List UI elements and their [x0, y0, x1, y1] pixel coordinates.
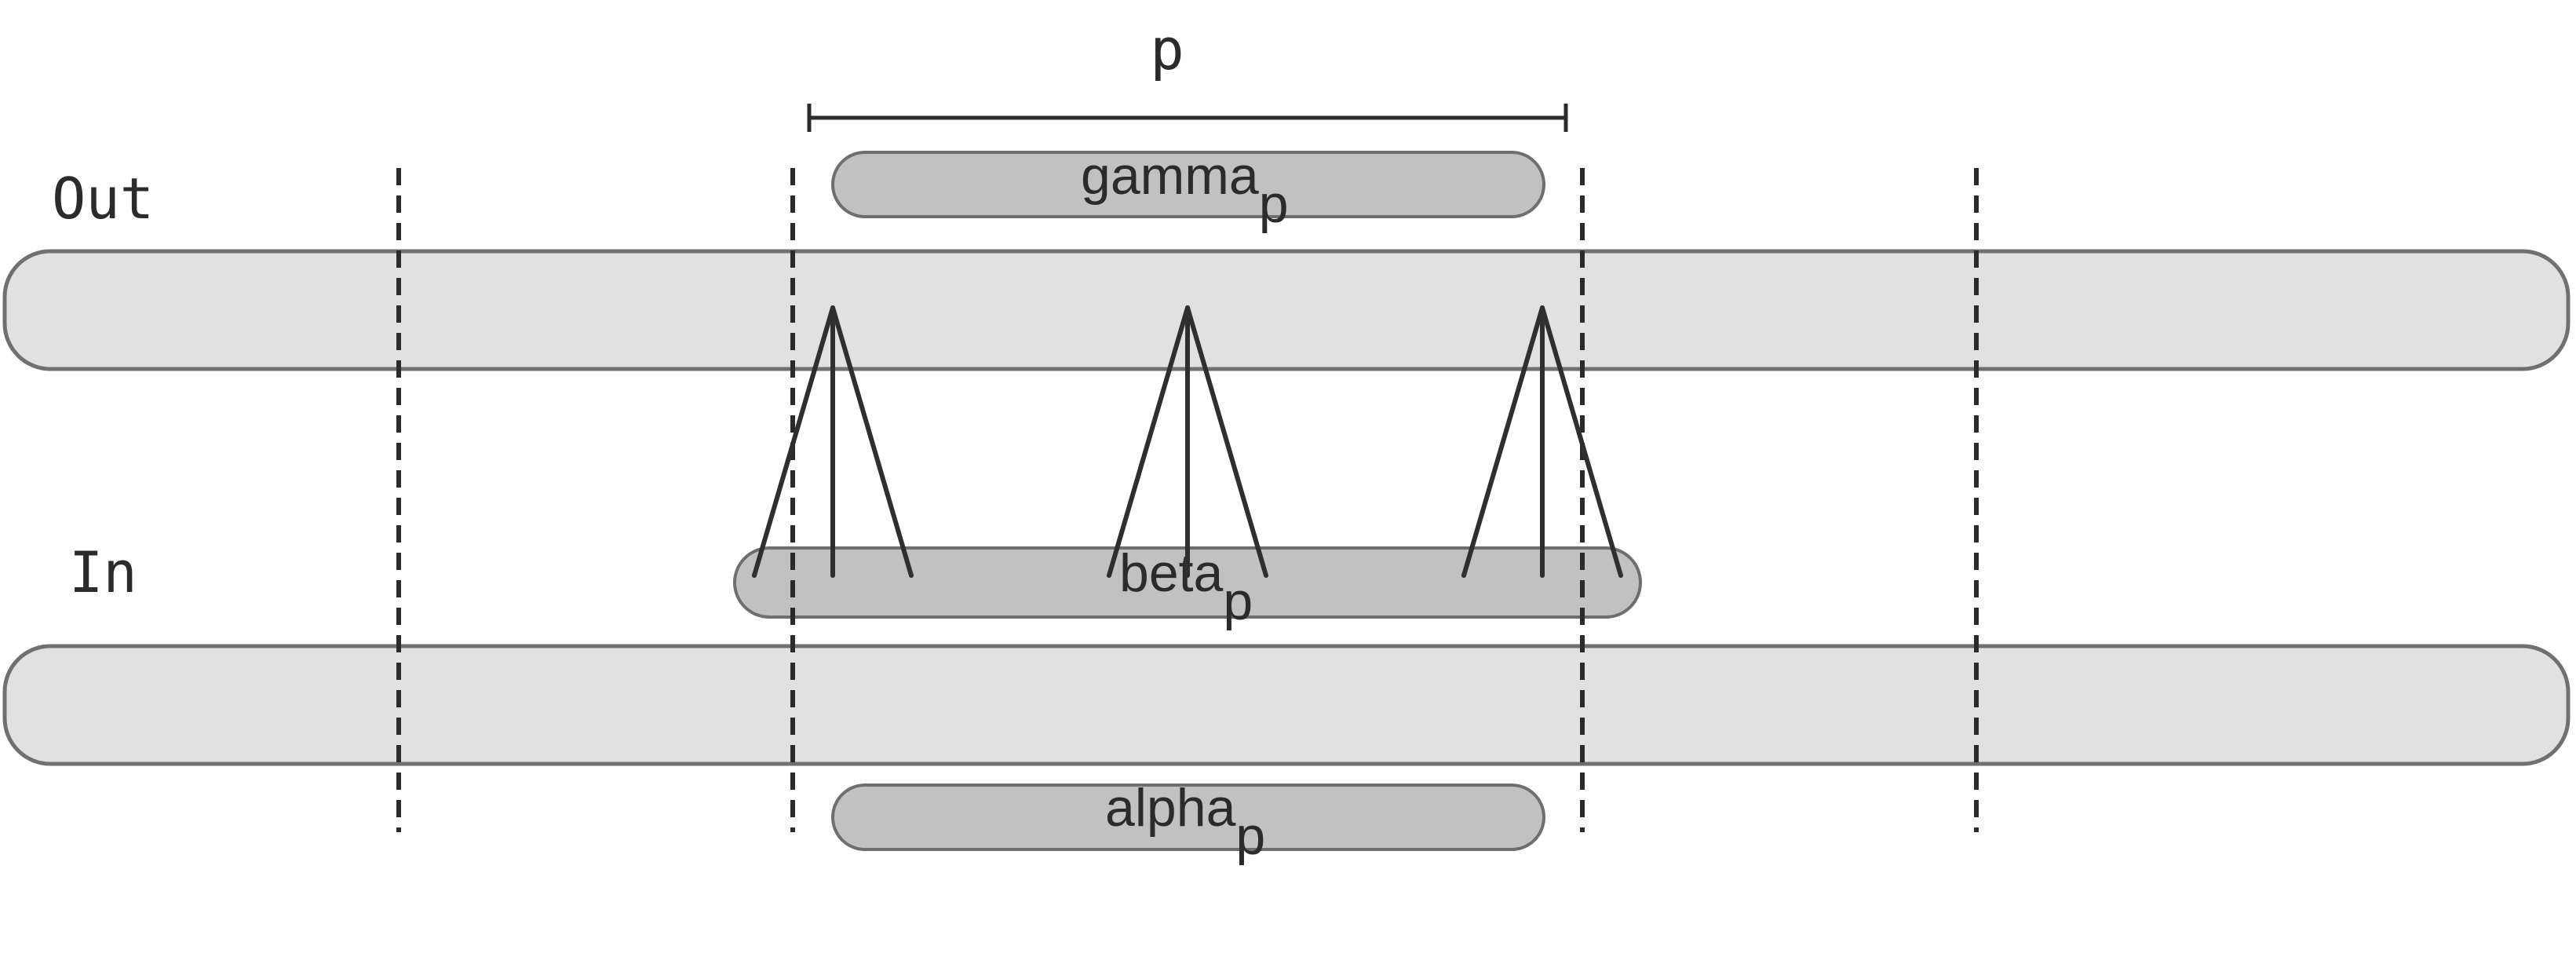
alpha-name: alpha [1105, 778, 1236, 838]
in-label: In [69, 539, 137, 605]
alpha-pill [831, 784, 1545, 851]
alpha-label: alphap [1105, 778, 1265, 866]
alpha-subarray: alphap [831, 778, 1545, 866]
gamma-subscript: p [1259, 174, 1289, 234]
gamma-name: gamma [1081, 146, 1259, 206]
out-array-band [2, 249, 2571, 371]
stencil-fan-right [1461, 305, 1623, 578]
out-label: Out [52, 166, 154, 232]
beta-subarray: betap [733, 543, 1642, 631]
alpha-subscript: p [1235, 806, 1265, 866]
in-array-band [2, 644, 2571, 766]
period-bracket [807, 104, 1568, 132]
stencil-fan-middle [1107, 305, 1268, 578]
beta-subscript: p [1223, 572, 1253, 631]
gamma-subarray: gammap [831, 146, 1545, 234]
gamma-label: gammap [1081, 146, 1289, 234]
beta-label: betap [1119, 543, 1253, 631]
gamma-pill [831, 151, 1545, 218]
beta-name: beta [1119, 543, 1224, 603]
period-label: p [1150, 16, 1184, 82]
stencil-fan-left [752, 305, 914, 578]
